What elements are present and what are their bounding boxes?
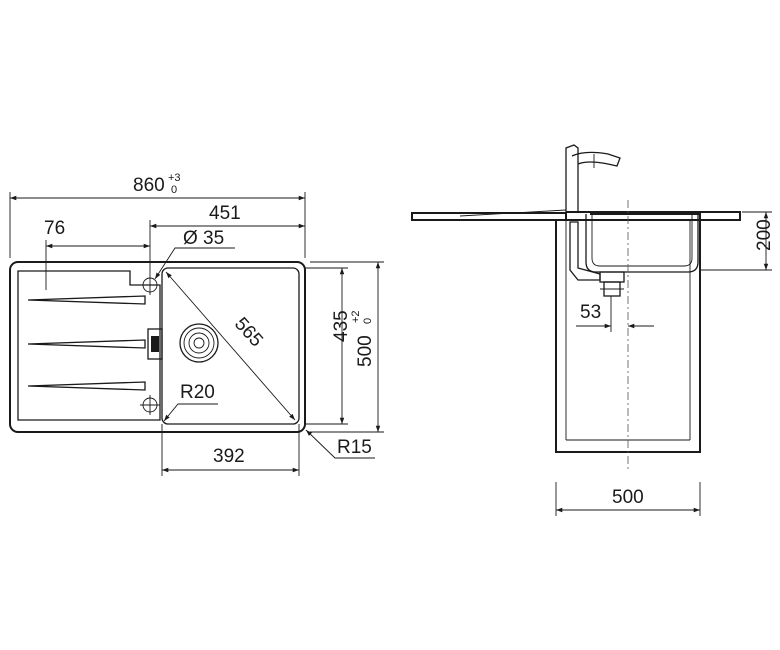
dim-bowl-diagonal: 565 — [230, 314, 267, 352]
top-view: 860 +3 0 451 76 Ø 35 565 435 500 +2 0 R2… — [9, 172, 384, 476]
dim-bowl-depth: 435 — [331, 310, 352, 342]
dim-inner-radius: R20 — [180, 382, 215, 403]
overflow-logo — [151, 336, 159, 352]
leader-outer-radius — [305, 429, 375, 459]
dim-overall-depth: 500 — [355, 335, 376, 367]
leader-inner-radius — [163, 403, 218, 422]
drainer-groove-2 — [27, 339, 146, 349]
dim-bowl-width: 392 — [213, 446, 245, 467]
dim-bowl-offset-width: 451 — [209, 203, 241, 224]
dim-bowl-height: 200 — [754, 219, 775, 251]
dim-overall-depth-tol-upper: +2 — [350, 310, 362, 323]
drainer-groove-1 — [27, 295, 146, 305]
dim-drainer-offset: 76 — [44, 218, 65, 239]
side-view: 200 53 500 — [411, 144, 775, 516]
dim-overall-width: 860 — [133, 175, 165, 196]
dim-overall-depth-tol-lower: 0 — [362, 318, 374, 324]
dim-drain-offset: 53 — [580, 302, 601, 323]
dim-outer-radius: R15 — [337, 437, 372, 458]
bowl-profile — [585, 214, 699, 273]
faucet — [565, 144, 579, 213]
waste-outlet — [179, 323, 219, 363]
rim-profile — [566, 211, 741, 221]
dim-overall-width-tol-lower: 0 — [171, 184, 177, 196]
dim-line-diagonal — [165, 271, 296, 421]
overflow-plate — [147, 328, 163, 360]
dim-cabinet-width: 500 — [612, 487, 644, 508]
siphon — [569, 221, 601, 281]
leader-tap-hole — [154, 247, 235, 280]
dim-tap-hole: Ø 35 — [183, 228, 224, 249]
dim-overall-width-tol-upper: +3 — [168, 172, 181, 184]
sink-outline — [9, 261, 306, 433]
drainer-groove-3 — [27, 381, 146, 391]
